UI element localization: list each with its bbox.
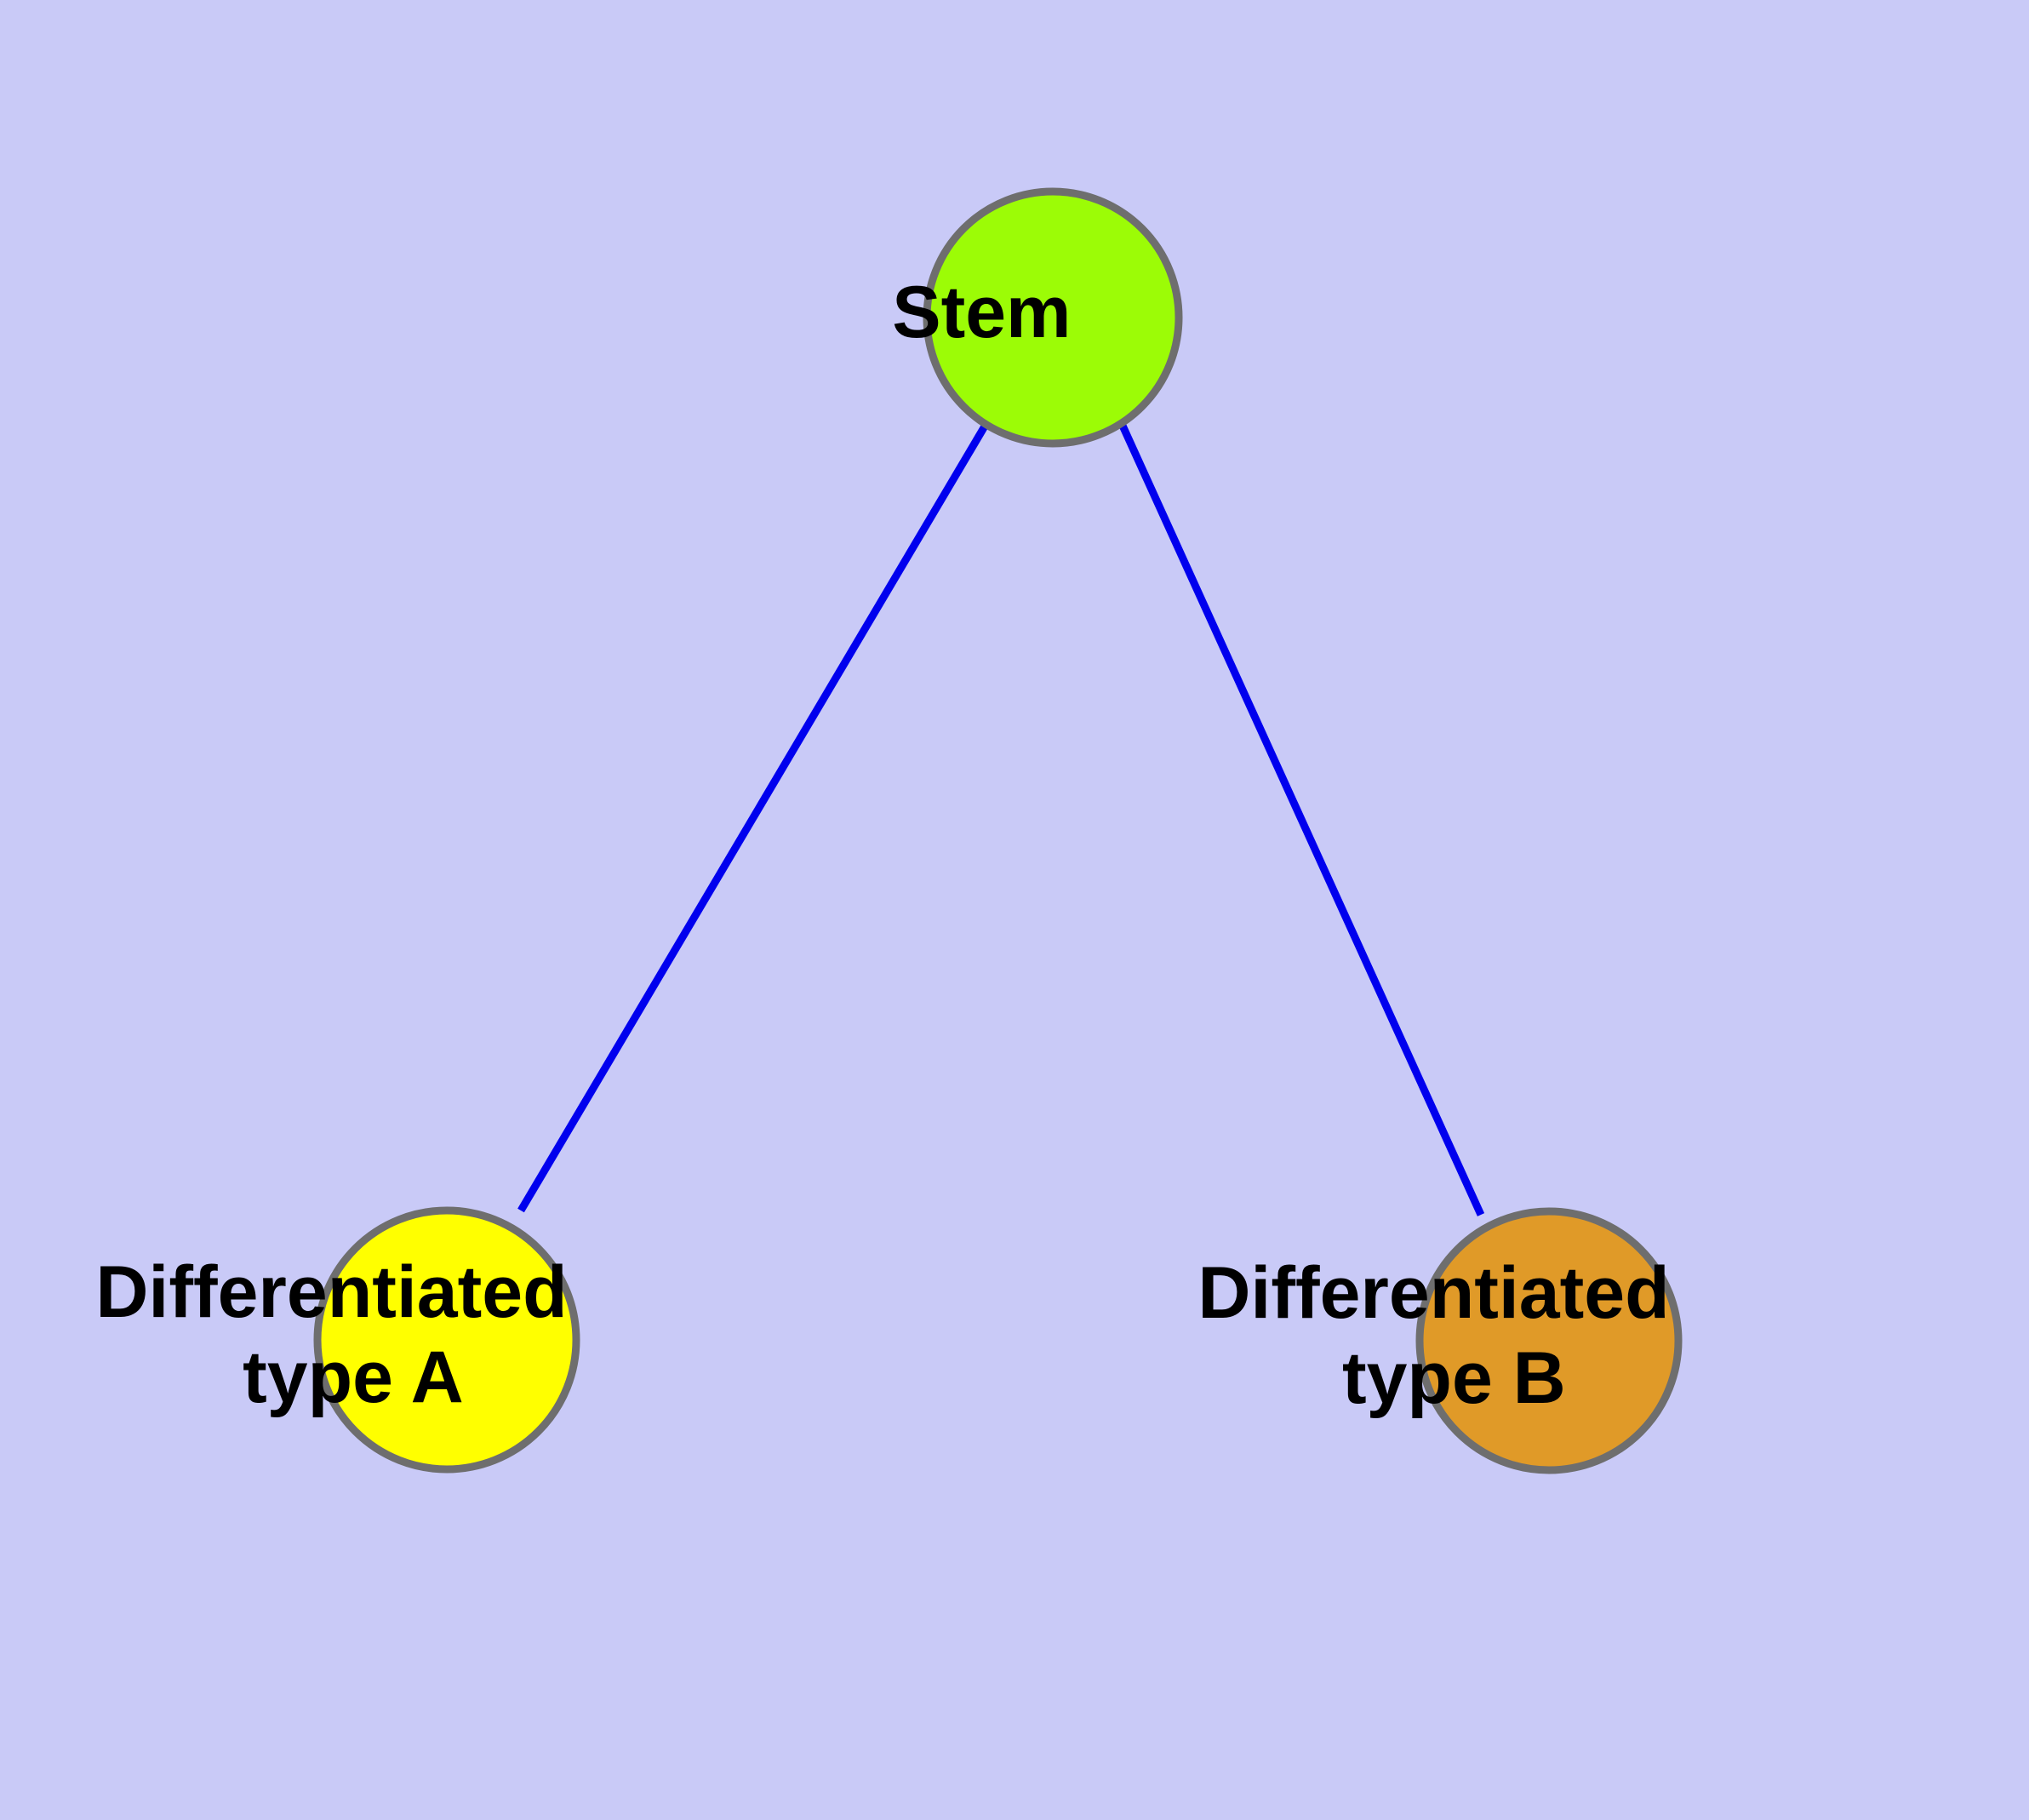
node-stem-circle[interactable] [923,187,1183,448]
node-diff-b-circle[interactable] [1415,1207,1683,1474]
node-diff-b-label-line-1: Differentiated [1197,1252,1669,1334]
node-stem-label: Stem [892,272,1214,353]
node-layer [313,187,1683,1474]
edge-stem-to-diff-b[interactable] [1118,424,1485,1216]
node-diff-b-label: Differentiated type B [1197,1252,1852,1419]
node-diff-a-label-line-2: type A [243,1336,462,1418]
node-diff-a-label-line-1: Differentiated [95,1251,567,1333]
node-diff-a[interactable] [313,1206,580,1474]
node-stem[interactable] [923,187,1183,448]
edge-layer [517,422,1485,1216]
label-layer: Stem Differentiated type A Differentiate… [95,272,1852,1419]
node-diff-a-label: Differentiated type A [95,1251,750,1418]
node-diff-b-label-line-2: type B [1342,1337,1566,1419]
node-stem-label-line-1: Stem [892,272,1071,353]
node-diff-b[interactable] [1415,1207,1683,1474]
node-diff-a-circle[interactable] [313,1206,580,1474]
edge-stem-to-diff-a[interactable] [517,422,989,1213]
